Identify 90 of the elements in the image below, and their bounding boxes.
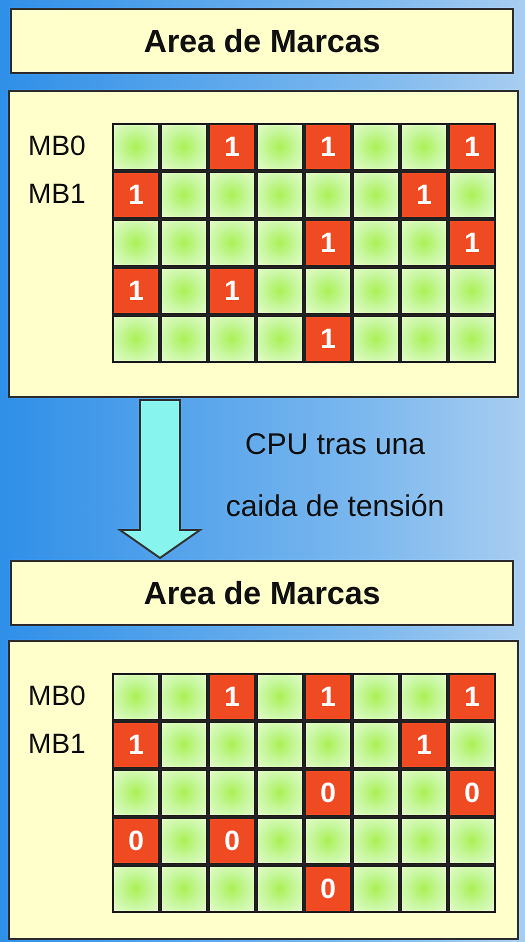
grid-cell <box>400 865 448 913</box>
row-label: MB1 <box>28 728 86 760</box>
grid-cell <box>160 171 208 219</box>
grid-cell <box>208 171 256 219</box>
block-arrow <box>116 399 204 560</box>
grid-cell <box>208 219 256 267</box>
grid-cell <box>352 267 400 315</box>
grid-cell <box>112 219 160 267</box>
grid-cell <box>304 817 352 865</box>
grid-cell <box>448 267 496 315</box>
grid-cell <box>352 315 400 363</box>
grid-cell <box>256 315 304 363</box>
grid-cell <box>400 219 448 267</box>
grid-cell: 1 <box>208 123 256 171</box>
grid-cell <box>352 817 400 865</box>
grid-cell <box>256 673 304 721</box>
title-box: Area de Marcas <box>10 560 514 626</box>
grid-cell <box>256 171 304 219</box>
grid-cell <box>400 769 448 817</box>
grid-cell <box>400 817 448 865</box>
grid-cell: 1 <box>112 267 160 315</box>
grid-cell: 1 <box>304 315 352 363</box>
grid-cell <box>160 123 208 171</box>
grid-cell <box>256 817 304 865</box>
grid-cell <box>256 267 304 315</box>
grid-cell: 0 <box>304 865 352 913</box>
grid-cell <box>208 315 256 363</box>
grid-cell <box>256 769 304 817</box>
grid-cell <box>352 219 400 267</box>
grid-cell <box>160 721 208 769</box>
row-label: MB1 <box>28 178 86 210</box>
grid-cell <box>208 865 256 913</box>
grid-cell <box>208 769 256 817</box>
edge-label: CPU tras una caida de tensión <box>224 427 446 525</box>
grid-cell <box>256 123 304 171</box>
grid-cell: 1 <box>448 219 496 267</box>
grid-cell <box>160 219 208 267</box>
row-label: MB0 <box>28 130 86 162</box>
grid-cell: 1 <box>112 171 160 219</box>
grid-cell <box>256 721 304 769</box>
grid-cell <box>448 315 496 363</box>
grid-cell <box>352 865 400 913</box>
grid-cell <box>160 769 208 817</box>
grid-cell <box>400 267 448 315</box>
grid-cell <box>256 219 304 267</box>
grid-cell <box>352 769 400 817</box>
grid-cell <box>448 171 496 219</box>
grid-cell <box>112 865 160 913</box>
grid-cell <box>160 865 208 913</box>
grid-cell <box>160 267 208 315</box>
grid-cell <box>352 721 400 769</box>
grid-cell: 1 <box>448 673 496 721</box>
grid-cell: 1 <box>208 673 256 721</box>
grid-cell: 1 <box>112 721 160 769</box>
grid-cell <box>448 865 496 913</box>
grid-cell <box>304 721 352 769</box>
grid-cell <box>352 673 400 721</box>
grid-cell <box>352 171 400 219</box>
grid-cell: 0 <box>208 817 256 865</box>
grid-cell <box>400 315 448 363</box>
grid-cell: 0 <box>304 769 352 817</box>
grid-cell <box>160 673 208 721</box>
grid-cell <box>304 171 352 219</box>
grid-cell: 1 <box>400 171 448 219</box>
grid-cell <box>160 315 208 363</box>
grid-cell <box>448 817 496 865</box>
grid-cell: 0 <box>448 769 496 817</box>
grid-cell: 1 <box>304 123 352 171</box>
grid-cell <box>256 865 304 913</box>
grid-cell: 1 <box>448 123 496 171</box>
grid-cell <box>400 673 448 721</box>
grid-cell <box>112 123 160 171</box>
grid-cell <box>352 123 400 171</box>
memory-panel <box>8 640 519 940</box>
grid-cell <box>400 123 448 171</box>
grid-cell: 1 <box>304 673 352 721</box>
grid-cell: 1 <box>400 721 448 769</box>
row-label: MB0 <box>28 680 86 712</box>
grid-cell <box>112 315 160 363</box>
grid-cell <box>208 721 256 769</box>
memory-panel <box>8 90 519 398</box>
grid-cell <box>304 267 352 315</box>
grid-cell: 1 <box>208 267 256 315</box>
title-box: Area de Marcas <box>10 8 514 74</box>
grid-cell <box>112 769 160 817</box>
grid-cell: 0 <box>112 817 160 865</box>
grid-cell: 1 <box>304 219 352 267</box>
grid-cell <box>112 673 160 721</box>
grid-cell <box>448 721 496 769</box>
grid-cell <box>160 817 208 865</box>
